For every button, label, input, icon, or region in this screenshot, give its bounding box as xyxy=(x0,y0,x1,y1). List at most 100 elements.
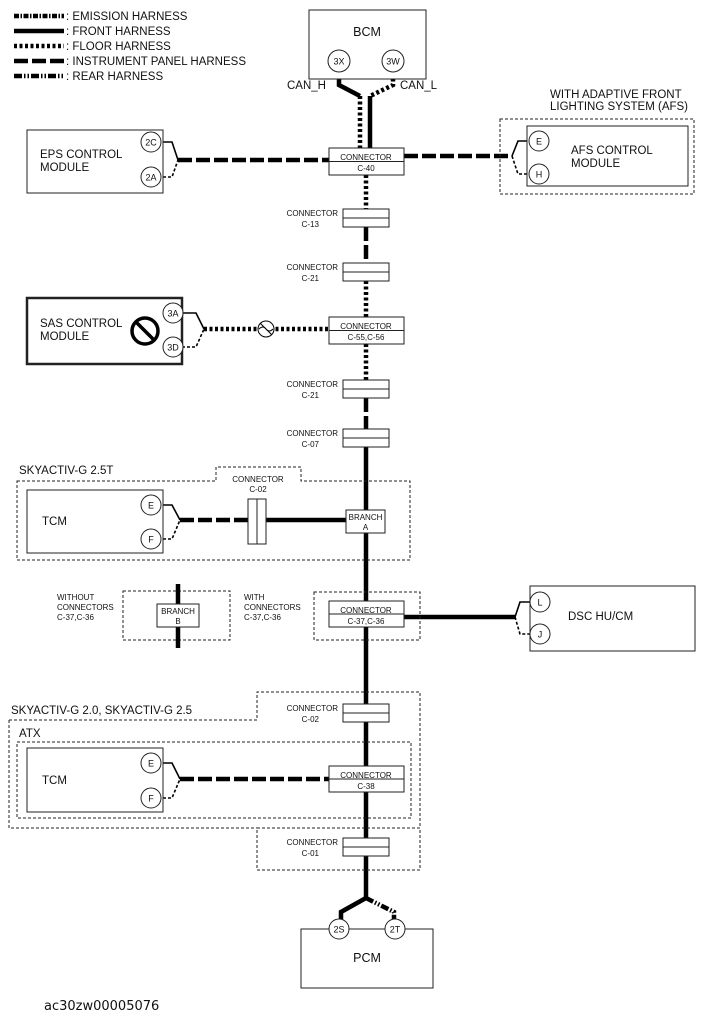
eps-box xyxy=(26,129,164,194)
wire-sas-pin-3d xyxy=(182,328,205,348)
connector-c07: CONNECTOR C-07 xyxy=(287,428,390,449)
legend-floor-label: : FLOOR HARNESS xyxy=(66,41,171,53)
connector-c13-code: C-13 xyxy=(302,220,320,229)
sas-label-line1: SAS CONTROL xyxy=(40,318,123,330)
skyactiv-20-group-left xyxy=(8,720,257,829)
wire-dsc-pin-l xyxy=(514,601,530,618)
connector-c37-c36: CONNECTOR C-37,C-36 xyxy=(328,600,405,628)
tcm-25t-module: TCM E F xyxy=(26,489,164,554)
connector-c21-upper-code: C-21 xyxy=(302,274,320,283)
eps-pin-2c-label: 2C xyxy=(145,138,157,148)
bcm-pin-3w-label: 3W xyxy=(386,57,400,67)
connector-c38: CONNECTOR C-38 xyxy=(328,765,405,793)
connector-c37-code: C-37,C-36 xyxy=(348,617,385,626)
afs-option-group xyxy=(499,118,695,195)
legend: : EMISSION HARNESS : FRONT HARNESS : FLO… xyxy=(14,11,246,83)
connector-c07-code: C-07 xyxy=(302,440,320,449)
eps-pin-2a-label: 2A xyxy=(145,173,156,183)
bcm-pin-3x-label: 3X xyxy=(333,57,344,67)
atx-group xyxy=(16,741,412,819)
wire-pcm-2s xyxy=(338,896,368,920)
tcm-25t-label: TCM xyxy=(42,516,67,528)
prohibited-icon xyxy=(130,316,160,346)
tcm-25t-box xyxy=(26,489,164,554)
dsc-pin-l-label: L xyxy=(537,598,542,608)
wire-tcmatx-pin-f xyxy=(163,778,181,799)
dsc-hu-cm-module: DSC HU/CM L J xyxy=(529,585,696,652)
tcm-atx-pin-e-label: E xyxy=(148,759,154,769)
tcm-25t-pin-e-label: E xyxy=(148,501,154,511)
connector-c40-code: C-40 xyxy=(357,164,375,173)
afs-pin-e-label: E xyxy=(536,137,542,147)
afs-pin-e xyxy=(528,130,550,152)
pcm-pin-2t-label: 2T xyxy=(390,925,401,935)
dsc-label: DSC HU/CM xyxy=(568,611,633,623)
tcm-atx-pin-f-label: F xyxy=(148,794,154,804)
wire-tcm25t-pin-e xyxy=(163,504,181,521)
dsc-pin-j-label: J xyxy=(538,630,543,640)
afs-group-label-line2: LIGHTING SYSTEM (AFS) xyxy=(550,101,688,113)
tcm-atx-box xyxy=(26,747,164,813)
pcm-module: PCM 2S 2T xyxy=(300,918,434,989)
bcm-label: BCM xyxy=(353,25,381,39)
wire-dsc-pin-j xyxy=(514,616,530,635)
afs-pin-h xyxy=(528,163,550,185)
wire-afs-pin-e xyxy=(511,140,527,157)
branch-b-code: B xyxy=(175,617,180,626)
connector-c02-upper xyxy=(247,498,267,545)
branch-b-label: BRANCH xyxy=(161,607,195,616)
afs-control-module: AFS CONTROL MODULE E H xyxy=(526,125,689,187)
eps-control-module: EPS CONTROL MODULE 2C 2A xyxy=(26,129,164,194)
dsc-pin-l xyxy=(529,591,551,613)
tcm-25t-pin-f-label: F xyxy=(148,535,154,545)
atx-label: ATX xyxy=(19,728,41,740)
connector-c02-lower-code: C-02 xyxy=(302,715,320,724)
tcm-atx-pin-f xyxy=(140,787,162,809)
connector-c02-lower: CONNECTOR C-02 xyxy=(287,703,390,724)
connector-c37-label: CONNECTOR xyxy=(340,606,392,615)
figure-code: ac30zw00005076 xyxy=(44,999,159,1014)
tcm-25t-pin-f xyxy=(140,528,162,550)
connector-c40-label: CONNECTOR xyxy=(340,153,392,162)
with-connectors-line1: WITH xyxy=(244,593,265,602)
sas-pin-3a xyxy=(162,302,184,324)
eps-label-line1: EPS CONTROL xyxy=(40,149,123,161)
eps-pin-2c xyxy=(140,131,162,153)
connector-c21-lower-label: CONNECTOR xyxy=(287,380,339,389)
branch-a-label: BRANCH xyxy=(349,513,383,522)
connector-c02-upper-code: C-02 xyxy=(249,485,267,494)
connector-c38-code: C-38 xyxy=(357,782,375,791)
connector-c02-lower-label: CONNECTOR xyxy=(287,704,339,713)
with-connectors-line2: CONNECTORS xyxy=(244,603,301,612)
connector-c01: CONNECTOR C-01 xyxy=(287,837,390,858)
connector-c13-label: CONNECTOR xyxy=(287,209,339,218)
no-twist-icon xyxy=(257,320,275,338)
afs-label-line2: MODULE xyxy=(571,158,621,170)
connector-c38-label: CONNECTOR xyxy=(340,771,392,780)
connector-c21-lower-code: C-21 xyxy=(302,391,320,400)
connector-c13: CONNECTOR C-13 xyxy=(287,208,390,229)
connector-c07-label: CONNECTOR xyxy=(287,429,339,438)
bcm-box xyxy=(308,9,427,80)
branch-a-code: A xyxy=(363,523,369,532)
connector-c55-c56: CONNECTOR C-55,C-56 xyxy=(328,316,405,345)
pcm-pin-2t xyxy=(384,918,406,940)
connector-c55-label: CONNECTOR xyxy=(340,322,392,331)
sas-label-line2: MODULE xyxy=(40,331,90,343)
sas-box xyxy=(25,296,184,366)
pcm-label: PCM xyxy=(353,951,381,965)
wire-pcm-2t xyxy=(364,895,397,920)
can-l-label: CAN_L xyxy=(400,80,438,92)
skyactiv-20-group xyxy=(9,691,421,871)
with-connectors-group xyxy=(313,591,421,641)
eps-label-line2: MODULE xyxy=(40,162,90,174)
wire-sas-pin-3a xyxy=(182,312,205,330)
wire-eps-pin-2a xyxy=(163,159,179,178)
tcm-atx-label: TCM xyxy=(42,775,67,787)
with-connectors-line3: C-37,C-36 xyxy=(244,613,281,622)
legend-rear-label: : REAR HARNESS xyxy=(66,71,163,83)
skyactiv-20-label: SKYACTIV-G 2.0, SKYACTIV-G 2.5 xyxy=(11,705,192,717)
connector-c21-lower: CONNECTOR C-21 xyxy=(287,379,390,400)
dsc-box xyxy=(529,585,696,652)
pcm-box xyxy=(300,928,434,989)
